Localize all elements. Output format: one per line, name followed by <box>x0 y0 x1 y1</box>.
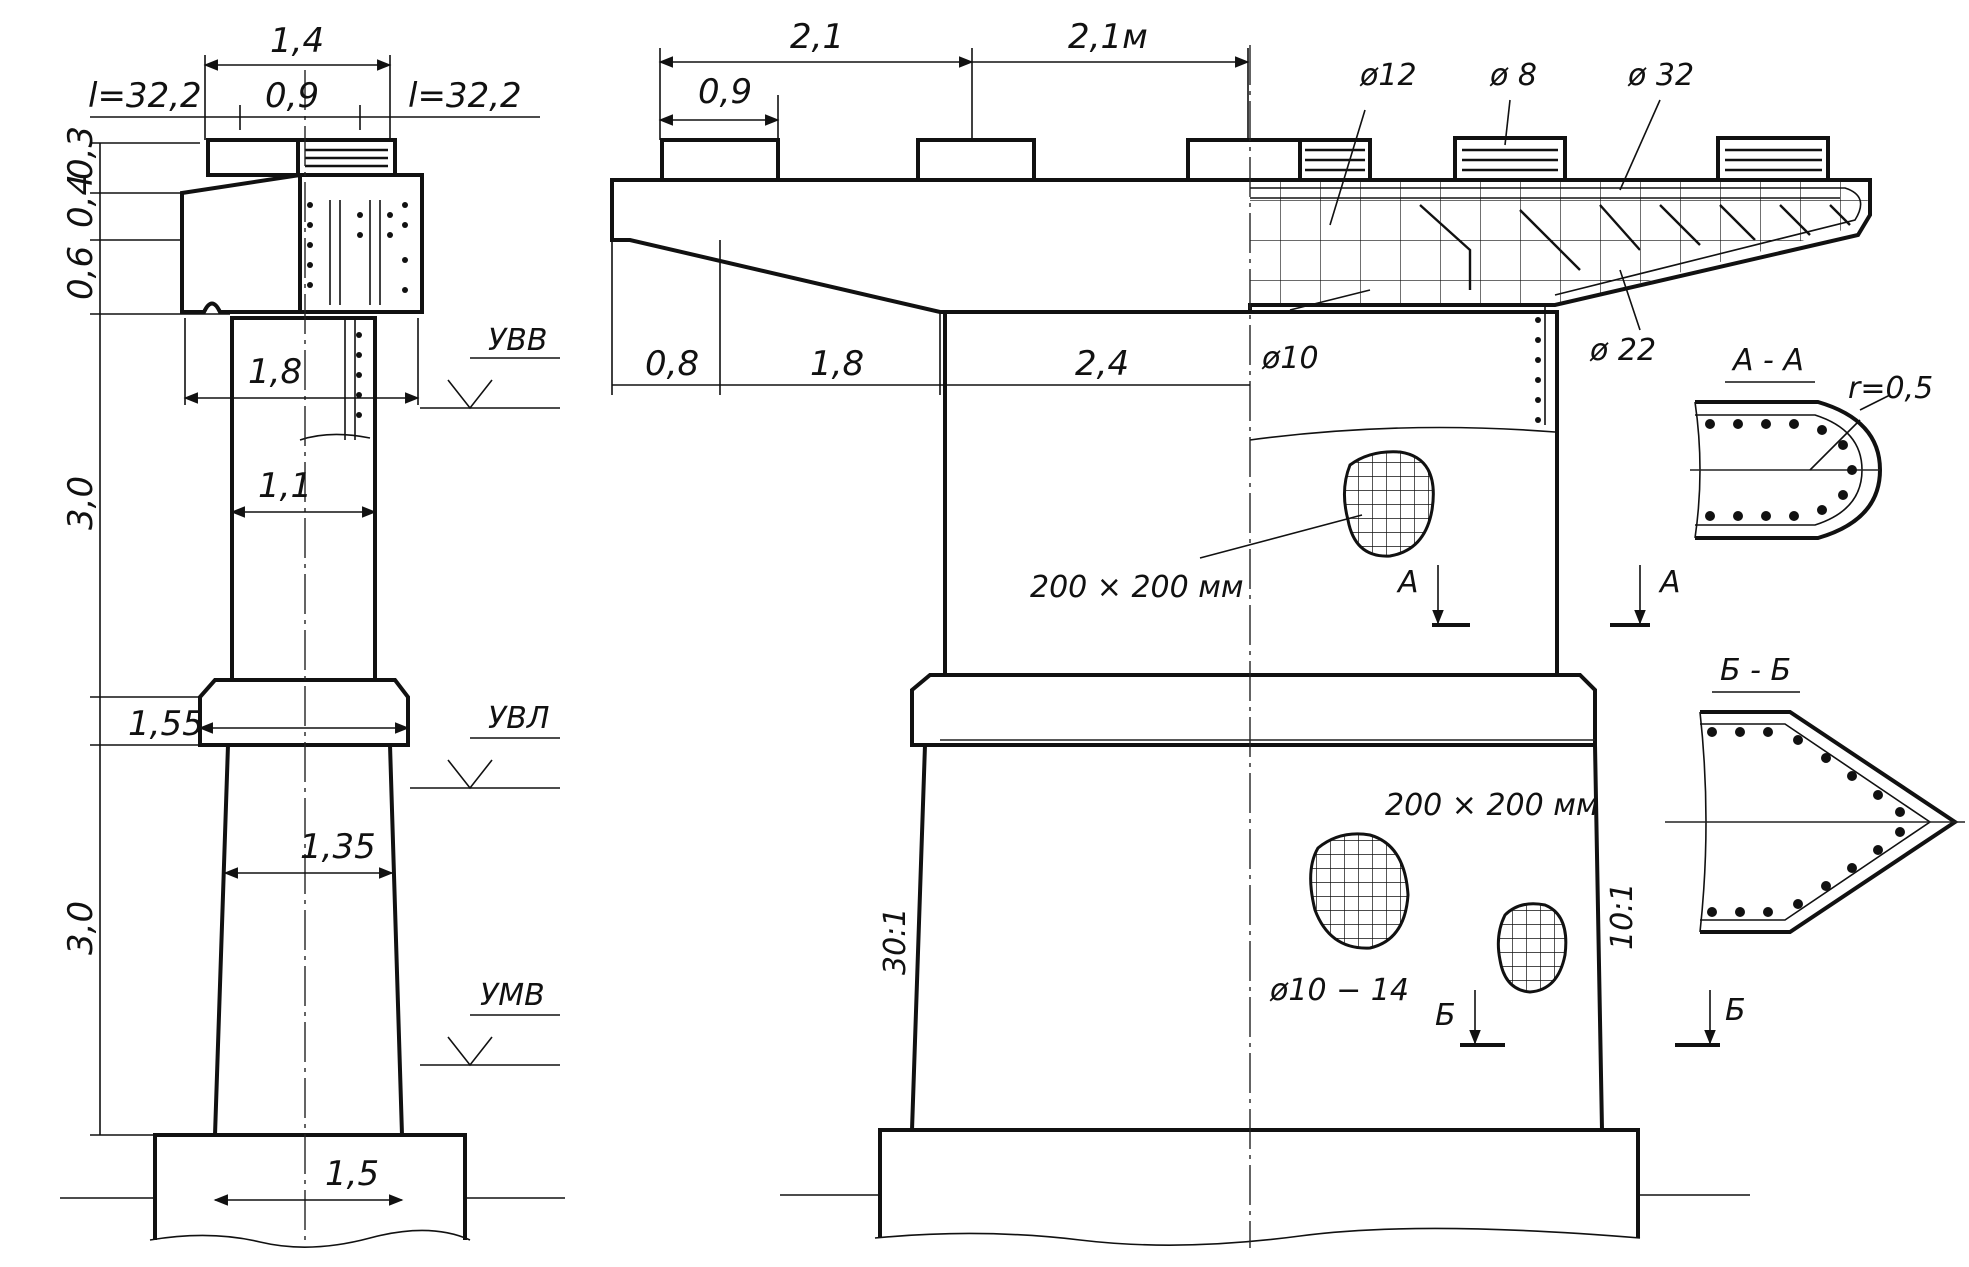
cut-b-right: Б <box>1725 993 1746 1028</box>
front-ice-ring <box>910 673 1597 747</box>
side-top-width: 1,4 <box>270 21 324 61</box>
rebar-32-label: ø 32 <box>1627 58 1694 93</box>
rebar-range-label: ø10 − 14 <box>1269 973 1409 1008</box>
side-bearing-width: 0,9 <box>265 76 319 116</box>
front-dim-right-top: 2,1м <box>1068 17 1148 57</box>
batter-left-label: 30:1 <box>878 908 913 975</box>
side-height-3: 0,6 <box>61 246 101 300</box>
section-aa: А - А r=0,5 <box>1690 343 1933 540</box>
rebar-12-label: ø12 <box>1359 58 1417 93</box>
front-bearing-2 <box>916 138 1036 182</box>
side-cap-right <box>298 173 424 314</box>
side-height-1: 0,3 <box>61 126 101 180</box>
section-bb: Б - Б <box>1665 653 1965 934</box>
side-footing <box>153 1133 467 1240</box>
side-ice-ring <box>198 678 410 747</box>
side-height-2: 0,4 <box>61 174 101 228</box>
section-aa-title: А - А <box>1731 343 1804 378</box>
side-upper-column <box>230 316 377 682</box>
mesh-patch-upper <box>1343 450 1435 558</box>
level-low-label: УМВ <box>480 978 545 1013</box>
side-base-width: 1,35 <box>300 827 376 867</box>
front-dim-bearing: 0,9 <box>698 72 752 112</box>
side-bearing-left <box>206 138 300 177</box>
side-footing-break <box>149 1229 471 1248</box>
front-dim-left-top: 2,1 <box>790 17 844 57</box>
side-span-right: l=32,2 <box>408 76 522 116</box>
front-bearing-3 <box>1186 138 1302 182</box>
front-view: 2,1 2,1м 0,9 0,8 1,8 2,4 ø12 ø 8 ø 32 ø1… <box>610 17 1872 1248</box>
mesh-patch-lower-left <box>1309 832 1410 950</box>
front-dim-bottom-3: 2,4 <box>1075 344 1129 384</box>
mesh-upper-label: 200 × 200 мм <box>1030 570 1244 605</box>
side-ring-width: 1,55 <box>128 704 204 744</box>
front-dim-bottom-1: 0,8 <box>645 344 699 384</box>
side-column-width: 1,1 <box>258 466 312 506</box>
front-bearing-1 <box>660 138 780 182</box>
section-bb-title: Б - Б <box>1720 653 1791 688</box>
front-upper-column <box>943 310 1559 677</box>
section-aa-radius: r=0,5 <box>1848 371 1933 406</box>
cut-a-right: А <box>1658 565 1681 600</box>
side-height-column: 3,0 <box>61 476 101 530</box>
rebar-22-label: ø 22 <box>1589 333 1656 368</box>
side-cap-width: 1,8 <box>248 352 302 392</box>
section-bb-rebars <box>1707 727 1905 917</box>
rebar-8-label: ø 8 <box>1489 58 1537 93</box>
front-footing <box>878 1128 1640 1238</box>
section-aa-rebars <box>1705 419 1857 521</box>
batter-right-label: 10:1 <box>1605 883 1640 950</box>
side-view: 1,4 0,9 l=32,2 l=32,2 0,3 0,4 0,6 3,0 3,… <box>60 21 565 1248</box>
cut-a-left: А <box>1396 565 1419 600</box>
level-ice-label: УВЛ <box>488 701 549 736</box>
side-footing-width: 1,5 <box>325 1154 379 1194</box>
side-span-left: l=32,2 <box>88 76 202 116</box>
side-lower-shaft <box>212 743 405 1137</box>
front-dim-bottom-2: 1,8 <box>810 344 864 384</box>
mesh-lower-label: 200 × 200 мм <box>1385 788 1599 823</box>
rebar-10-label: ø10 <box>1261 341 1319 376</box>
mesh-patch-lower-right <box>1496 902 1568 994</box>
level-high-label: УВВ <box>488 323 547 358</box>
side-height-base: 3,0 <box>61 901 101 955</box>
cut-b-left: Б <box>1435 998 1456 1033</box>
side-cap-left <box>180 172 302 314</box>
